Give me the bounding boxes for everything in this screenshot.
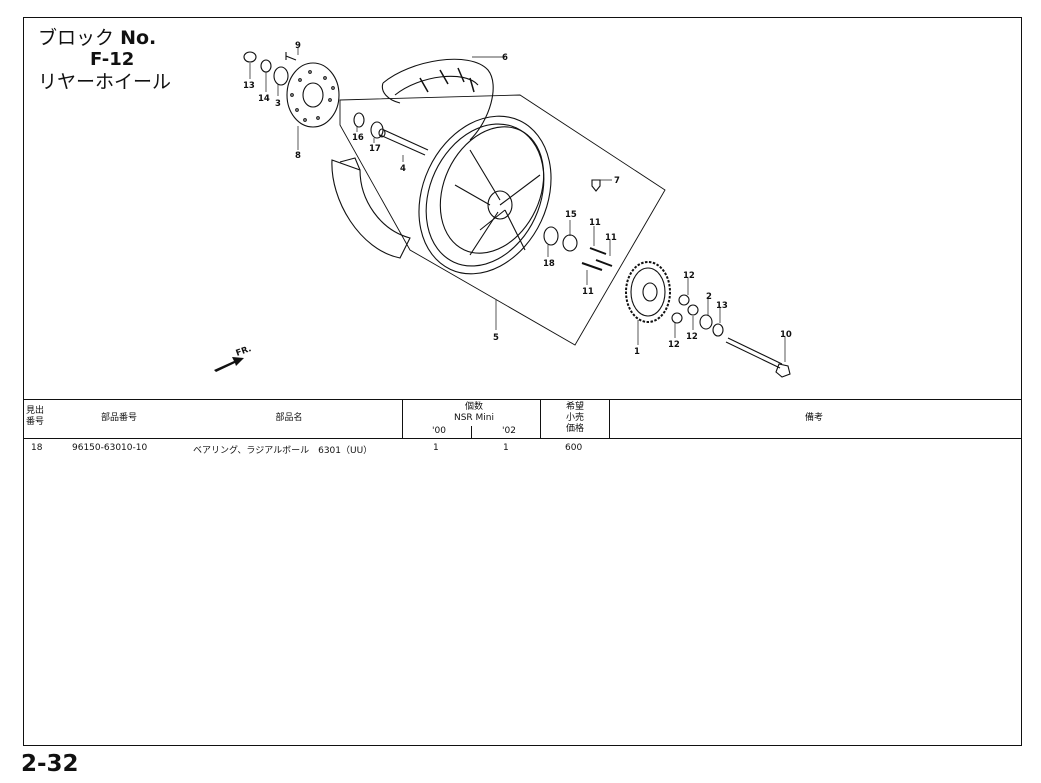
- callout-11c: 11: [582, 287, 594, 297]
- callout-15: 15: [565, 210, 577, 220]
- row-qty-a: 1: [433, 443, 439, 453]
- callout-2: 2: [706, 292, 712, 302]
- collar-2-drawing: [699, 314, 713, 330]
- sprocket-drawing: [625, 261, 671, 323]
- page-frame: [23, 17, 1022, 746]
- leader-lines: [249, 47, 786, 362]
- assembly-bounding-box: [339, 94, 666, 346]
- row-part-no: 96150-63010-10: [72, 443, 148, 453]
- col-divider: [540, 400, 541, 438]
- page-number: 2-32: [21, 751, 79, 777]
- row-ref: 18: [31, 443, 43, 453]
- year-divider: [471, 426, 472, 438]
- tire-drawing: [381, 58, 494, 141]
- block-title: ブロック No. F-12 リヤーホイール: [38, 27, 171, 93]
- block-name: リヤーホイール: [38, 71, 172, 93]
- nut-13-drawing: [243, 51, 257, 63]
- callout-5: 5: [493, 333, 499, 343]
- callout-9: 9: [295, 41, 301, 51]
- callout-17: 17: [369, 144, 381, 154]
- col-price: 希望 小売 価格: [565, 402, 584, 434]
- block-code: F-12: [90, 49, 135, 70]
- front-direction-arrow: [214, 357, 244, 372]
- callout-11a: 11: [589, 218, 601, 228]
- row-price: 600: [565, 443, 583, 453]
- callout-16: 16: [352, 133, 364, 143]
- col-part-name: 部品名: [275, 413, 303, 423]
- callout-10: 10: [780, 330, 792, 340]
- axle-10-drawing: [725, 337, 791, 378]
- seal-16-drawing: [353, 112, 365, 128]
- callout-8: 8: [295, 151, 301, 161]
- valve-7-drawing: [591, 179, 601, 192]
- seal-15-drawing: [562, 234, 578, 252]
- brake-disc-drawing: [286, 62, 340, 128]
- callout-6: 6: [502, 53, 508, 63]
- stud-11-drawing: [581, 247, 613, 271]
- callout-13a: 13: [243, 81, 255, 91]
- col-qty: 個数: [464, 402, 483, 412]
- callout-3: 3: [275, 99, 281, 109]
- wheel-rim-drawing: [418, 115, 552, 275]
- callout-7: 7: [614, 176, 620, 186]
- washer-13-drawing: [712, 323, 724, 337]
- bearing-17-drawing: [370, 121, 384, 139]
- col-divider: [609, 400, 610, 438]
- callout-12b: 12: [686, 332, 698, 342]
- col-year-b: '02: [502, 426, 516, 436]
- rim-band-drawing: [331, 157, 411, 259]
- axle-spacer-drawing: [378, 128, 429, 156]
- collar-3-drawing: [273, 66, 289, 86]
- col-model: NSR Mini: [453, 413, 495, 423]
- col-remarks: 備考: [804, 413, 823, 423]
- block-label: ブロック: [38, 27, 115, 49]
- col-year-a: '00: [432, 426, 446, 436]
- parts-table-header: 見出 番号 部品番号 部品名 個数 NSR Mini '00 '02 希望 小売…: [24, 399, 1021, 439]
- nut-12b-drawing: [687, 304, 699, 316]
- direction-label: FR.: [235, 344, 253, 359]
- nut-12a-drawing: [678, 294, 690, 306]
- callout-12c: 12: [668, 340, 680, 350]
- callout-11b: 11: [605, 233, 617, 243]
- callout-13b: 13: [716, 301, 728, 311]
- col-part-no: 部品番号: [100, 413, 137, 423]
- callout-14: 14: [258, 94, 270, 104]
- washer-14-drawing: [260, 59, 272, 73]
- row-part-name: ベアリング、ラジアルボール 6301（UU）: [193, 446, 373, 456]
- callout-4: 4: [400, 164, 406, 174]
- row-qty-b: 1: [503, 443, 509, 453]
- col-divider: [402, 400, 403, 438]
- nut-12c-drawing: [671, 312, 683, 324]
- block-no-label: No.: [120, 27, 157, 49]
- bolt-9-drawing: [285, 52, 297, 61]
- callout-1: 1: [634, 347, 640, 357]
- callout-18: 18: [543, 259, 555, 269]
- callout-12a: 12: [683, 271, 695, 281]
- exploded-parts-diagram: FR. 1 2 3 4 5 6 7 8 9 10 11 11 11 12 12 …: [214, 41, 792, 378]
- bearing-18-drawing: [543, 226, 559, 246]
- col-ref-no: 見出 番号: [25, 406, 44, 427]
